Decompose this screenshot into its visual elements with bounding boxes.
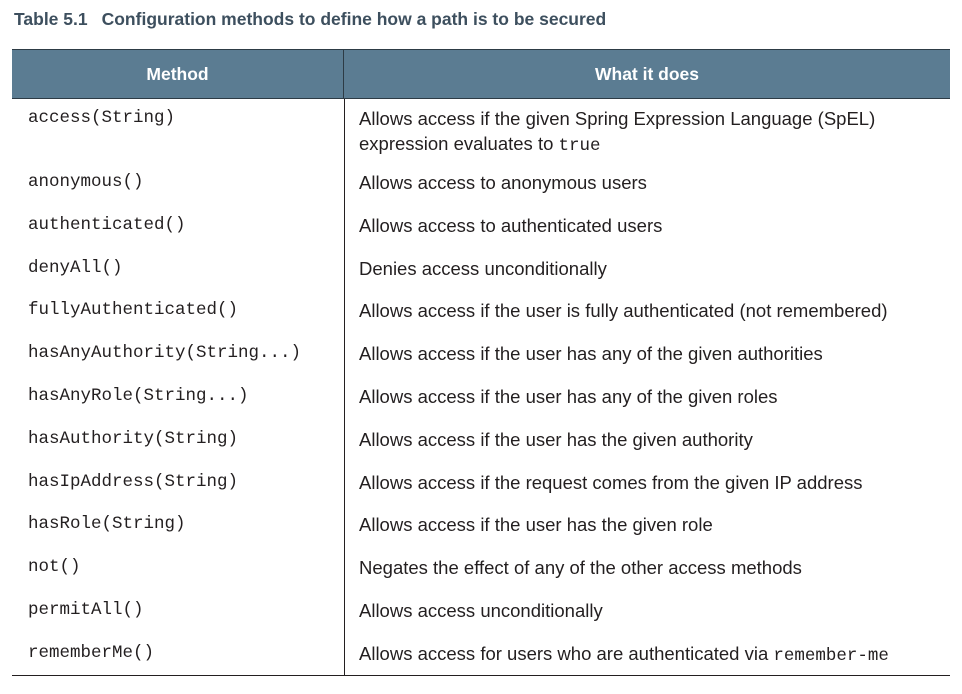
table-row: anonymous() Allows access to anonymous u… <box>12 166 950 209</box>
method-cell: hasIpAddress(String) <box>28 471 239 492</box>
method-cell: hasAnyAuthority(String...) <box>28 343 302 364</box>
method-cell: not() <box>28 557 81 578</box>
description-cell: Allows access unconditionally <box>359 599 603 621</box>
method-cell: hasAnyRole(String...) <box>28 385 249 406</box>
method-cell: authenticated() <box>28 214 186 235</box>
description-code: remember-me <box>773 645 889 666</box>
table-row: rememberMe() Allows access for users who… <box>12 637 950 675</box>
method-cell: denyAll() <box>28 257 123 278</box>
header-method: Method <box>12 50 344 98</box>
method-cell: permitAll() <box>28 599 144 620</box>
table-body: access(String) Allows access if the give… <box>12 99 950 675</box>
table-row: denyAll() Denies access unconditionally <box>12 252 950 295</box>
description-cell: Allows access if the given Spring Expres… <box>344 106 950 159</box>
methods-table: Method What it does access(String) Allow… <box>12 49 950 676</box>
description-text: Allows access for users who are authenti… <box>359 642 769 664</box>
description-cell: Allows access if the user is fully authe… <box>359 300 888 322</box>
description-cell: Allows access to authenticated users <box>359 214 663 236</box>
method-cell: rememberMe() <box>28 642 155 663</box>
description-cell: Allows access if the request comes from … <box>359 471 863 493</box>
table-row: hasAuthority(String) Allows access if th… <box>12 423 950 466</box>
table-row: hasAnyRole(String...) Allows access if t… <box>12 380 950 423</box>
method-cell: hasAuthority(String) <box>28 428 239 449</box>
description-cell: Allows access to anonymous users <box>359 172 647 193</box>
description-cell: Allows access if the user has any of the… <box>359 385 778 407</box>
table-header-row: Method What it does <box>12 49 950 99</box>
method-cell: fullyAuthenticated() <box>28 300 239 321</box>
description-cell: Allows access if the user has the given … <box>359 514 713 536</box>
description-cell: Allows access if the user has the given … <box>359 428 753 450</box>
table-row: hasAnyAuthority(String...) Allows access… <box>12 337 950 380</box>
description-code: true <box>558 136 601 156</box>
method-cell: anonymous() <box>28 172 144 192</box>
description-text: Allows access if the given Spring Expres… <box>359 108 876 154</box>
description-cell: Allows access for users who are authenti… <box>344 641 950 669</box>
table-caption-title: Configuration methods to define how a pa… <box>101 9 607 29</box>
method-cell: access(String) <box>28 108 176 128</box>
table-row: authenticated() Allows access to authent… <box>12 209 950 252</box>
table-caption-label: Table 5.1 <box>14 9 88 29</box>
description-cell: Denies access unconditionally <box>359 257 607 279</box>
description-cell: Negates the effect of any of the other a… <box>359 557 802 579</box>
description-cell: Allows access if the user has any of the… <box>359 343 823 365</box>
header-what-it-does: What it does <box>594 63 700 84</box>
table-row: not() Negates the effect of any of the o… <box>12 551 950 594</box>
table-row: fullyAuthenticated() Allows access if th… <box>12 294 950 337</box>
table-row: permitAll() Allows access unconditionall… <box>12 594 950 637</box>
method-cell: hasRole(String) <box>28 514 186 535</box>
table-row: hasIpAddress(String) Allows access if th… <box>12 466 950 509</box>
table-row: hasRole(String) Allows access if the use… <box>12 508 950 551</box>
table-row: access(String) Allows access if the give… <box>12 99 950 166</box>
table-caption: Table 5.1 Configuration methods to define… <box>14 9 606 30</box>
